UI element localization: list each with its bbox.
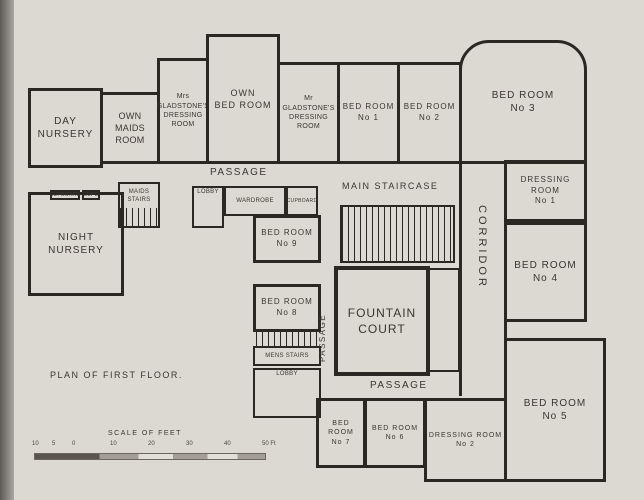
scale-tick: 30 xyxy=(186,441,193,447)
main-staircase xyxy=(340,205,455,263)
cupboard-right: CUPBOARD xyxy=(286,186,318,216)
room-label: CUPBOARD xyxy=(286,197,318,204)
room-label: DRESSING xyxy=(163,112,203,119)
room-label: NURSERY xyxy=(48,245,104,256)
room-label: COURT xyxy=(358,322,406,336)
room-dressing-room-1: DRESSING ROOM No 1 xyxy=(504,160,587,222)
room-label: OWN xyxy=(230,87,256,98)
plan-sheet xyxy=(14,0,644,500)
room-label: No 2 xyxy=(419,113,440,122)
room-label: ROOM xyxy=(115,135,145,146)
room-night-nursery: NIGHT NURSERY xyxy=(28,192,124,296)
room-label: CUPD xyxy=(83,191,99,198)
cupboard-left: CUPBOARD xyxy=(50,190,80,200)
plan-title: PLAN OF FIRST FLOOR. xyxy=(50,370,183,380)
lobby-lower: LOBBY xyxy=(253,368,321,418)
room-label: No 7 xyxy=(331,438,351,446)
photo-edge xyxy=(0,0,14,500)
room-label: DRESSING ROOM xyxy=(428,431,503,439)
room-label: BED ROOM xyxy=(261,297,313,307)
room-bed-room-1: BED ROOM No 1 xyxy=(337,62,400,164)
scale-tick: 5 xyxy=(52,441,56,447)
room-label: No 8 xyxy=(276,308,298,317)
service-rooms xyxy=(428,268,460,372)
room-label: NIGHT xyxy=(57,231,95,243)
room-mrs-gladstone-dressing: Mrs GLADSTONE'S DRESSING ROOM xyxy=(157,58,209,164)
room-label: BED ROOM xyxy=(214,100,272,110)
room-label: MAIDS xyxy=(114,122,145,133)
room-bed-room-5: BED ROOM No 5 xyxy=(504,338,606,482)
room-label: No 5 xyxy=(542,411,568,422)
room-bed-room-7: BED ROOM No 7 xyxy=(316,398,366,468)
room-label: No 9 xyxy=(276,239,298,248)
room-label: FOUNTAIN xyxy=(347,305,417,320)
room-dressing-room-2: DRESSING ROOM No 2 xyxy=(424,398,507,482)
room-label: WARDROBE xyxy=(236,197,274,204)
room-label: Mr xyxy=(304,95,313,103)
scale-tick: 20 xyxy=(148,441,155,447)
room-label: STAIRS xyxy=(127,197,151,204)
room-label: BED ROOM xyxy=(491,89,555,101)
scale-tick: 10 xyxy=(32,441,39,447)
room-label: No 3 xyxy=(510,103,536,114)
room-own-maids-room: OWN MAIDS ROOM xyxy=(100,92,160,164)
room-label: BED ROOM xyxy=(523,397,587,409)
mens-stairs-treads xyxy=(256,330,318,346)
room-label: No 4 xyxy=(532,273,559,284)
scale-tick: 40 xyxy=(224,441,231,447)
room-label: BED ROOM xyxy=(514,259,577,271)
maids-stairs-treads xyxy=(120,208,158,226)
mens-stairs: MENS STAIRS xyxy=(253,346,321,366)
room-label: BED ROOM xyxy=(403,102,456,112)
passage-bottom-label: PASSAGE xyxy=(370,380,428,391)
room-label: MAIDS xyxy=(128,189,150,195)
room-label: DRESSING xyxy=(289,114,328,121)
corridor-label: CORRIDOR xyxy=(476,205,488,289)
room-label: ROOM xyxy=(297,123,320,131)
room-label: LOBBY xyxy=(276,371,298,377)
room-label: No 6 xyxy=(385,434,405,441)
room-label: MENS STAIRS xyxy=(265,352,309,359)
cupboard-left-2: CUPD xyxy=(82,190,100,200)
scale-label: SCALE OF FEET xyxy=(108,430,182,437)
room-own-bed-room: OWN BED ROOM xyxy=(206,34,280,164)
maids-stairs: MAIDS STAIRS xyxy=(118,182,160,228)
room-label: BED ROOM xyxy=(261,228,313,238)
room-bed-room-3: BED ROOM No 3 xyxy=(459,40,587,164)
room-bed-room-2: BED ROOM No 2 xyxy=(397,62,462,164)
wardrobe: WARDROBE xyxy=(224,186,286,216)
corridor xyxy=(459,160,507,396)
room-bed-room-6: BED ROOM No 6 xyxy=(364,398,426,468)
room-label: LOBBY xyxy=(197,189,219,195)
room-label: BED ROOM xyxy=(371,424,419,432)
room-bed-room-4: BED ROOM No 4 xyxy=(504,222,587,322)
scale-bar xyxy=(34,453,266,460)
room-bed-room-9: BED ROOM No 9 xyxy=(253,215,321,263)
room-label: GLADSTONE'S xyxy=(156,102,210,110)
passage-vertical-label: PASSAGE xyxy=(318,313,327,362)
scale-tick: 10 xyxy=(110,441,117,447)
room-label: CUPBOARD xyxy=(49,191,81,198)
room-label: DRESSING ROOM xyxy=(520,174,571,195)
main-staircase-label: MAIN STAIRCASE xyxy=(342,181,439,191)
lobby-upper: LOBBY xyxy=(192,186,224,228)
room-mr-gladstone-dressing: Mr GLADSTONE'S DRESSING ROOM xyxy=(277,62,340,164)
room-label: BED ROOM xyxy=(342,102,395,112)
scale-tick: 50 Ft xyxy=(262,441,276,447)
room-bed-room-8: BED ROOM No 8 xyxy=(253,284,321,332)
room-label: ROOM xyxy=(171,121,195,129)
fountain-court: FOUNTAIN COURT xyxy=(334,266,430,376)
room-day-nursery: DAY NURSERY xyxy=(28,88,103,168)
room-label: NURSERY xyxy=(37,129,94,140)
room-label: No 1 xyxy=(358,113,379,122)
scale-tick: 0 xyxy=(72,441,76,447)
room-label: BED ROOM xyxy=(328,419,354,437)
room-label: GLADSTONE'S xyxy=(282,104,335,112)
room-label: Mrs xyxy=(176,93,190,101)
passage-top-label: PASSAGE xyxy=(210,167,268,178)
room-label: DAY xyxy=(54,115,77,127)
room-label: No 2 xyxy=(456,441,475,448)
room-label: OWN xyxy=(118,110,142,121)
room-label: No 1 xyxy=(535,196,556,206)
